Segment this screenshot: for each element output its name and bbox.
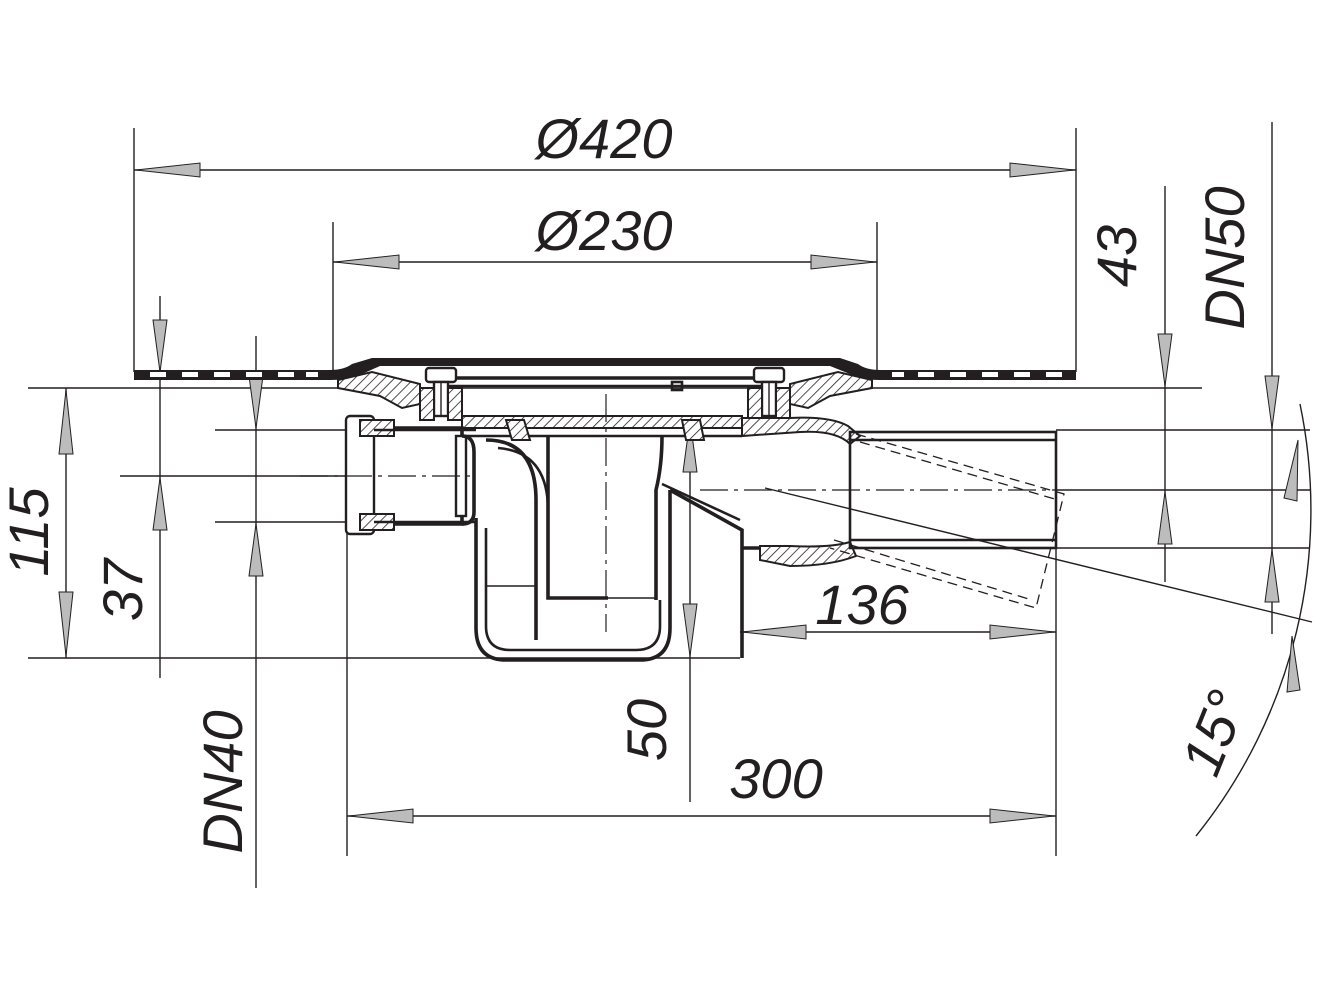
inlet-dn40 <box>300 414 476 536</box>
dim-length-300: 300 <box>729 747 822 810</box>
screw-left <box>419 366 463 421</box>
dim-height-37: 37 <box>91 557 154 621</box>
drain-flange <box>134 358 1076 380</box>
dim-length-136: 136 <box>815 573 909 636</box>
dimension-arrows <box>58 162 1301 824</box>
dim-height-50: 50 <box>615 699 678 761</box>
dim-diameter-420: Ø420 <box>534 107 673 170</box>
dimension-labels: Ø420 Ø230 43 DN50 115 37 DN40 50 136 300… <box>0 107 1259 854</box>
dim-diameter-230: Ø230 <box>534 199 673 262</box>
drain-body <box>461 394 760 662</box>
dim-angle-15: 15° <box>1169 682 1259 784</box>
dim-height-115: 115 <box>0 487 60 577</box>
dim-dn50: DN50 <box>1193 186 1256 329</box>
outlet-dn50 <box>700 416 1065 609</box>
screw-right <box>747 366 791 421</box>
dim-height-43: 43 <box>1085 225 1148 287</box>
grate-frame <box>337 370 873 410</box>
dim-dn40: DN40 <box>191 710 254 853</box>
